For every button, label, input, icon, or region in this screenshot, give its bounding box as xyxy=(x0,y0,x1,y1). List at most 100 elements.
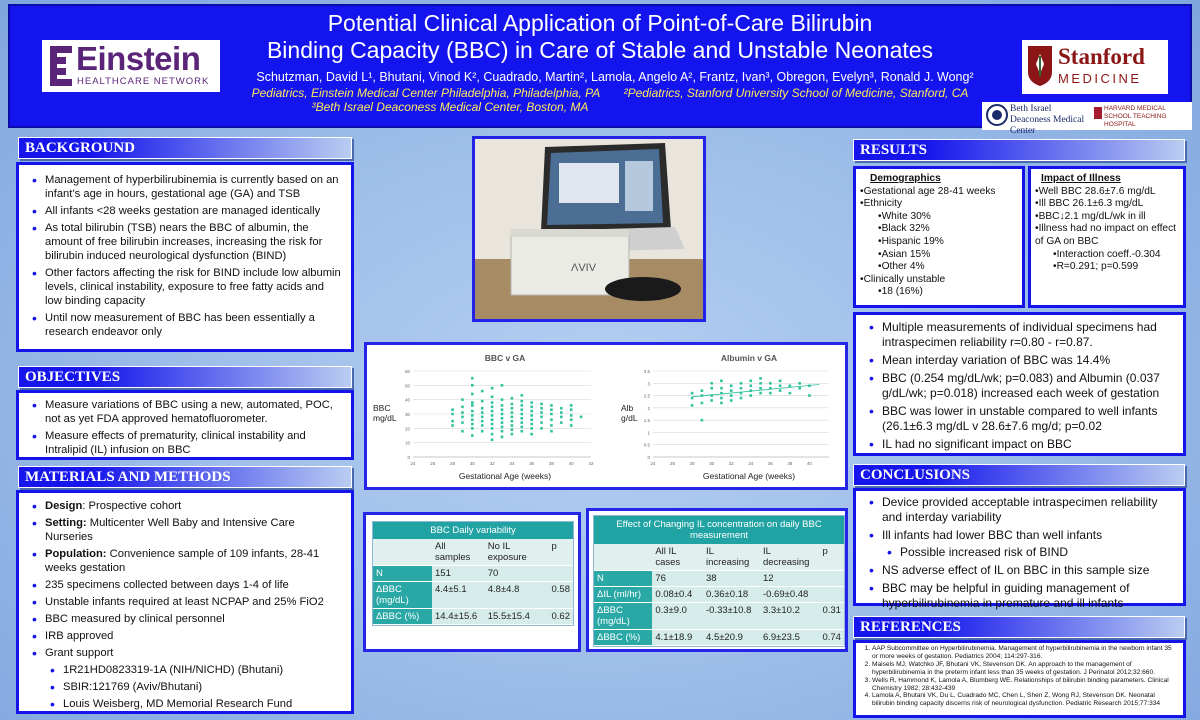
data-point xyxy=(471,434,474,437)
data-point xyxy=(510,411,514,414)
data-point xyxy=(490,427,494,430)
table-header-cell xyxy=(594,544,653,571)
data-point xyxy=(500,384,504,387)
il-effect-table: Effect of Changing IL concentration on d… xyxy=(593,515,845,647)
data-point xyxy=(490,418,494,422)
data-point xyxy=(729,394,733,397)
data-point xyxy=(500,398,504,401)
data-point xyxy=(510,424,514,427)
data-point xyxy=(749,394,753,397)
data-point xyxy=(550,418,553,422)
data-point xyxy=(510,432,514,436)
methods-item: Unstable infants required at least NCPAP… xyxy=(23,595,343,609)
data-point xyxy=(461,398,464,401)
demographics-item: •Ethnicity xyxy=(860,198,903,210)
x-tick-label: 36 xyxy=(529,461,535,466)
result-item: Mean interday variation of BBC was 14.4% xyxy=(860,353,1177,368)
data-point xyxy=(520,408,524,411)
table-cell: -0.69±0.48 xyxy=(759,586,820,603)
table-cell: 0.08±0.4 xyxy=(652,586,704,603)
x-tick-label: 38 xyxy=(549,461,555,466)
data-point xyxy=(520,429,524,433)
design-value: : Prospective cohort xyxy=(82,500,182,512)
demographics-item: •Clinically unstable xyxy=(860,273,946,285)
data-point xyxy=(500,425,504,429)
data-point xyxy=(788,391,792,395)
data-point xyxy=(700,394,704,397)
x-tick-label: 42 xyxy=(588,461,594,466)
x-tick-label: 24 xyxy=(410,461,416,466)
y-tick-label: 3 xyxy=(647,381,650,386)
ethnicity-item: •White 30% xyxy=(878,210,931,222)
data-point xyxy=(490,409,494,413)
data-point xyxy=(530,427,533,430)
x-tick-label: 24 xyxy=(650,461,656,466)
conclusions-box: Device provided acceptable intraspecimen… xyxy=(853,488,1186,610)
data-point xyxy=(700,418,704,422)
affiliation-1: Pediatrics, Einstein Medical Center Phil… xyxy=(251,86,601,100)
grant-item: SBIR:121769 (Aviv/Bhutani) xyxy=(23,680,343,694)
reference-item: Maisels MJ, Watchko JF, Bhutani VK, Stev… xyxy=(872,661,1179,677)
background-list: Management of hyperbilirubinemia is curr… xyxy=(23,173,343,339)
data-point xyxy=(729,384,733,388)
data-point xyxy=(530,409,533,413)
data-point xyxy=(500,417,504,420)
data-point xyxy=(808,384,811,388)
table-cell: 38 xyxy=(703,570,760,587)
illness-subitem: •Interaction coeff.-0.304 xyxy=(1053,248,1161,260)
harvard-shield-icon xyxy=(1094,107,1102,119)
ethnicity-item: •Hispanic 19% xyxy=(878,235,944,247)
data-point xyxy=(710,386,713,390)
data-point xyxy=(510,402,514,406)
population-label: Population: xyxy=(45,548,107,560)
table-row-header: ΔBBC (%) xyxy=(594,629,653,646)
data-point xyxy=(560,421,563,424)
design-label: Design xyxy=(45,500,83,512)
x-tick-label: 32 xyxy=(490,461,496,466)
y-tick-label: 40 xyxy=(405,398,411,403)
y-tick-label: 10 xyxy=(405,441,411,446)
references-box: AAP Subcommittee on Hyperbilirubinemia. … xyxy=(853,640,1186,718)
illness-box: Impact of Illness •Well BBC 28.6±7.6 mg/… xyxy=(1028,166,1186,308)
data-point xyxy=(490,395,494,399)
heading-gradient xyxy=(92,367,351,387)
ethnicity-item: •Asian 15% xyxy=(878,248,931,260)
data-point xyxy=(520,394,524,397)
illness-title: Impact of Illness xyxy=(1041,173,1121,184)
svg-text:ΛVIV: ΛVIV xyxy=(571,262,597,274)
bbc-chart-title: BBC v GA xyxy=(485,353,526,363)
data-point xyxy=(510,415,514,419)
data-point xyxy=(749,389,753,392)
data-point xyxy=(530,401,533,404)
table-header-cell: IL decreasing xyxy=(759,544,820,571)
table-header-cell: All IL cases xyxy=(652,544,704,571)
data-point xyxy=(759,381,762,385)
title-line-2: Binding Capacity (BBC) in Care of Stable… xyxy=(266,37,934,63)
table-cell: 151 xyxy=(432,565,485,582)
grant-item: Louis Weisberg, MD Memorial Research Fun… xyxy=(23,697,343,711)
data-point xyxy=(569,408,573,411)
table-header-cell: p xyxy=(819,544,844,571)
data-point xyxy=(769,386,772,390)
data-point xyxy=(471,427,474,430)
table-cell: 0.74 xyxy=(819,629,844,646)
einstein-logo-subtext: HEALTHCARE NETWORK xyxy=(77,76,210,87)
illness-subitem: •R=0.291; p=0.599 xyxy=(1053,261,1139,273)
reference-item: Lamola A, Bhutani VK, Du L, Cuadrado MC,… xyxy=(872,692,1179,708)
data-point xyxy=(461,421,464,424)
data-point xyxy=(749,384,753,388)
conclusion-subitem: Possible increased risk of BIND xyxy=(860,545,1177,560)
x-tick-label: 30 xyxy=(709,461,715,466)
table-header-cell: p xyxy=(548,539,573,566)
data-point xyxy=(579,415,583,419)
einstein-mark-icon xyxy=(50,46,72,86)
data-point xyxy=(471,404,474,407)
data-point xyxy=(690,396,694,400)
